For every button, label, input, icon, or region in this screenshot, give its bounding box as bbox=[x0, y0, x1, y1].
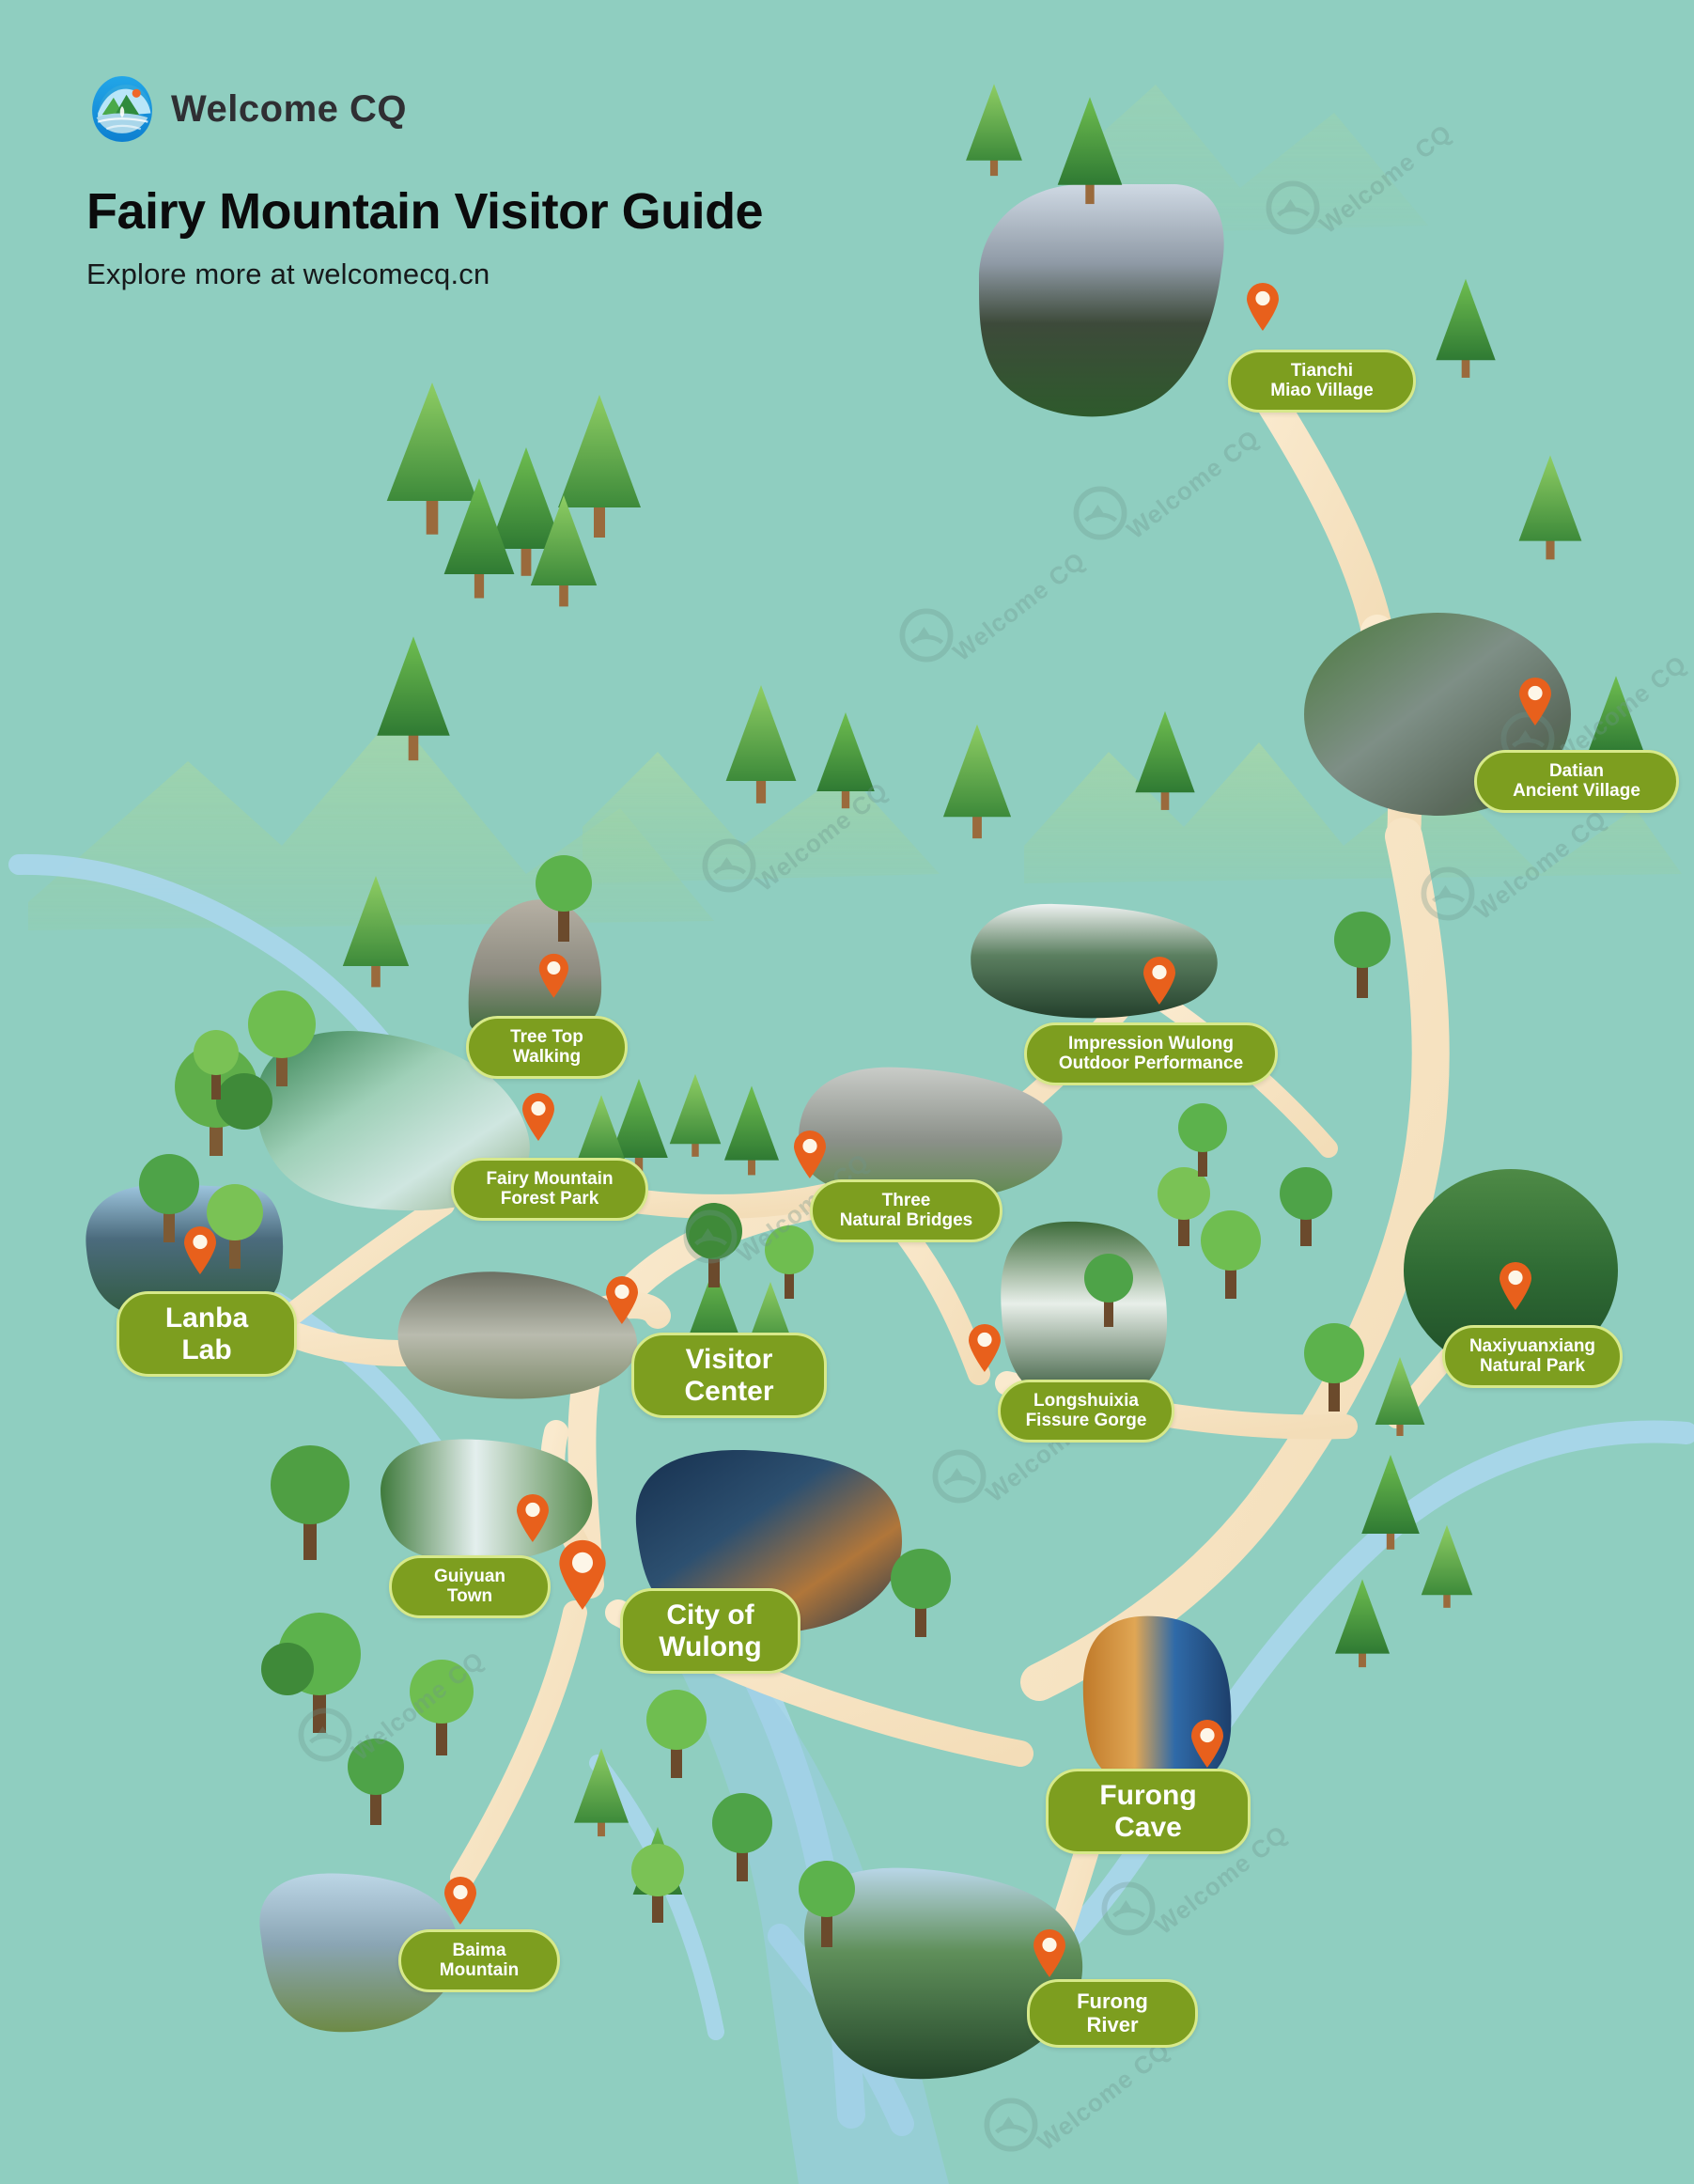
map-pin-icon-city-of-wulong[interactable] bbox=[555, 1537, 610, 1611]
brand-name: Welcome CQ bbox=[171, 87, 407, 130]
page-title: Fairy Mountain Visitor Guide bbox=[86, 183, 764, 240]
brand: Welcome CQ bbox=[86, 73, 763, 145]
map-pin-icon-three-natural-bridges[interactable] bbox=[791, 1129, 829, 1179]
map-pin-icon-guiyuan-town[interactable] bbox=[514, 1492, 552, 1543]
poi-label-visitor-center[interactable]: Visitor Center bbox=[631, 1333, 827, 1419]
poi-label-furong-cave[interactable]: Furong Cave bbox=[1046, 1769, 1251, 1855]
poi-label-tianchi-miao-village[interactable]: Tianchi Miao Village bbox=[1228, 350, 1416, 413]
poi-label-city-of-wulong[interactable]: City of Wulong bbox=[620, 1588, 800, 1675]
map-pin-icon-impression-wulong-outdoor-performance[interactable] bbox=[1141, 955, 1178, 1006]
three-bridges-photo bbox=[798, 1067, 1063, 1202]
map-pin-icon-fairy-mountain-forest-park[interactable] bbox=[520, 1091, 557, 1142]
map-pin-icon-longshuixia-fissure-gorge[interactable] bbox=[966, 1322, 1003, 1373]
poi-label-three-natural-bridges[interactable]: Three Natural Bridges bbox=[810, 1179, 1002, 1242]
poi-label-furong-river[interactable]: Furong River bbox=[1027, 1979, 1198, 2049]
map-pin-icon-furong-cave[interactable] bbox=[1189, 1718, 1226, 1769]
poi-label-lanba-lab[interactable]: Lanba Lab bbox=[117, 1291, 297, 1378]
poi-label-tree-top-walking[interactable]: Tree Top Walking bbox=[466, 1016, 628, 1079]
poi-label-datian-ancient-village[interactable]: Datian Ancient Village bbox=[1474, 750, 1679, 813]
map-pin-icon-visitor-center[interactable] bbox=[603, 1274, 641, 1325]
poi-label-baima-mountain[interactable]: Baima Mountain bbox=[398, 1929, 560, 1992]
poi-label-guiyuan-town[interactable]: Guiyuan Town bbox=[389, 1555, 551, 1618]
welcome-cq-logo-icon bbox=[92, 76, 152, 142]
map-pin-icon-tianchi-miao-village[interactable] bbox=[1244, 281, 1282, 332]
map-pin-icon-lanba-lab[interactable] bbox=[181, 1225, 219, 1275]
page-header: Welcome CQ Fairy Mountain Visitor Guide … bbox=[86, 73, 764, 291]
map-pin-icon-datian-ancient-village[interactable] bbox=[1516, 676, 1554, 726]
visitor-center-photo bbox=[397, 1271, 638, 1399]
city-of-wulong-photo bbox=[635, 1450, 902, 1634]
poi-label-impression-wulong-outdoor-performance[interactable]: Impression Wulong Outdoor Performance bbox=[1024, 1022, 1278, 1085]
map-pin-icon-baima-mountain[interactable] bbox=[442, 1875, 479, 1926]
longshuixia-photo bbox=[1001, 1221, 1168, 1405]
map-pin-icon-furong-river[interactable] bbox=[1031, 1927, 1068, 1978]
poi-label-longshuixia-fissure-gorge[interactable]: Longshuixia Fissure Gorge bbox=[998, 1380, 1174, 1443]
tree-cluster-group bbox=[139, 84, 1644, 1947]
baima-mountain-photo bbox=[259, 1873, 459, 2033]
page-subtitle: Explore more at welcomecq.cn bbox=[86, 257, 490, 290]
poi-label-naxiyuanxiang-natural-park[interactable]: Naxiyuanxiang Natural Park bbox=[1442, 1325, 1623, 1388]
poi-label-fairy-mountain-forest-park[interactable]: Fairy Mountain Forest Park bbox=[451, 1158, 648, 1221]
map-pin-icon-tree-top-walking[interactable] bbox=[536, 952, 571, 999]
map-pin-icon-naxiyuanxiang-natural-park[interactable] bbox=[1497, 1260, 1534, 1311]
miao-village-photo bbox=[978, 184, 1224, 417]
furong-river-photo bbox=[804, 1867, 1083, 2080]
